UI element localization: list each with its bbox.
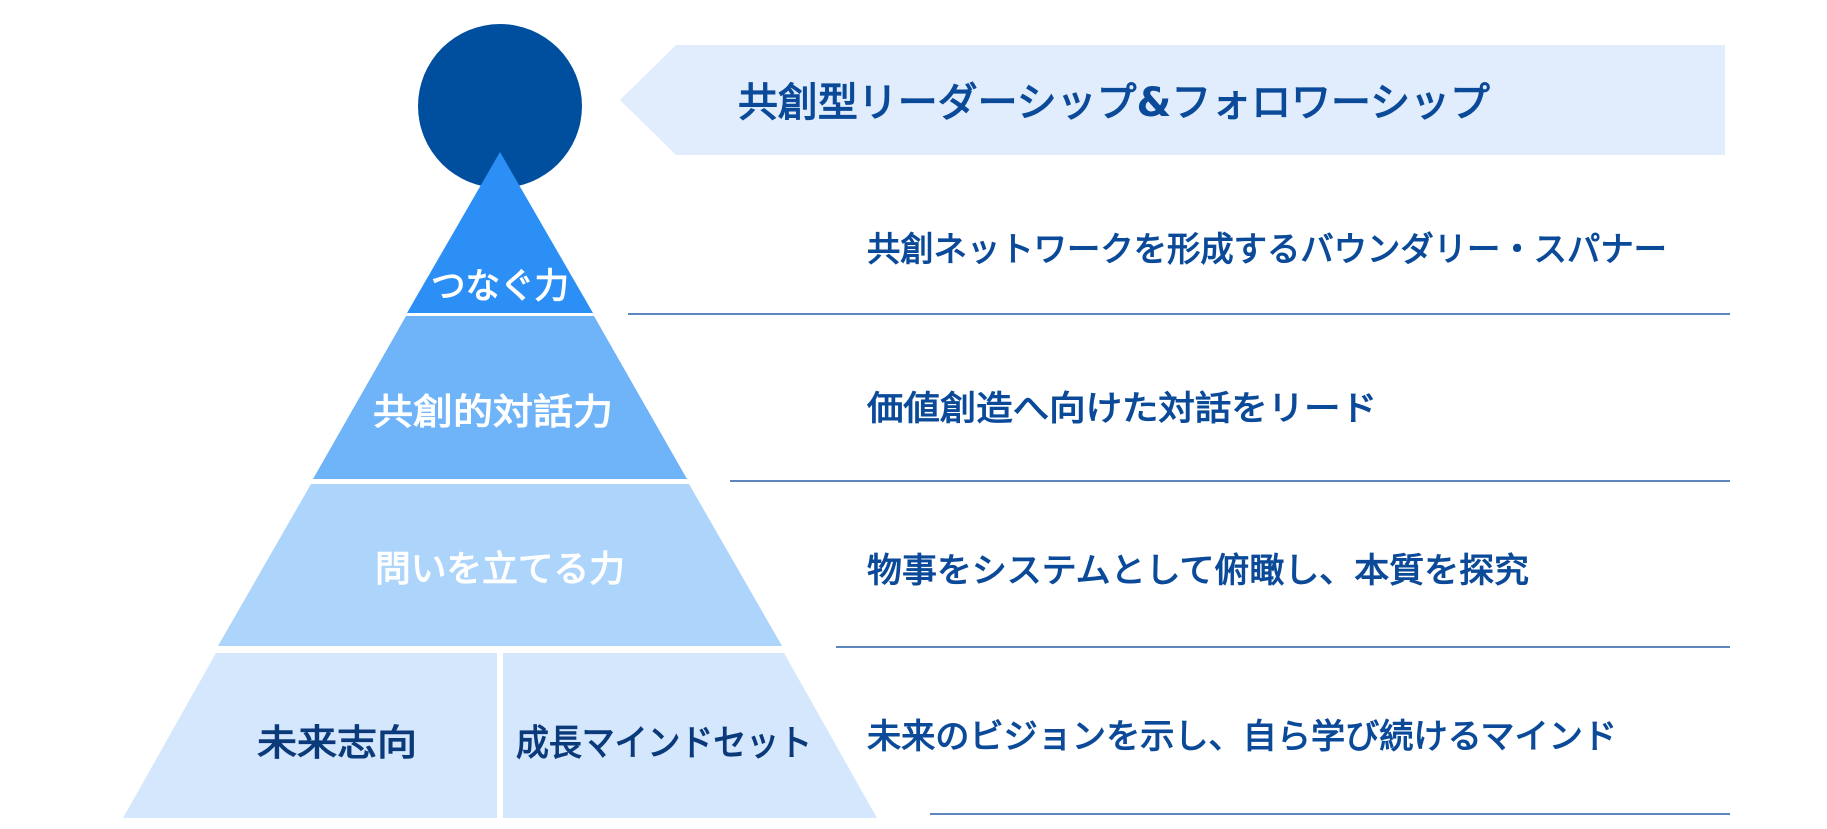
pyramid-tier-3 (218, 484, 782, 646)
tier-1-label: つなぐ力 (431, 267, 569, 307)
tier-2-label: 共創的対話力 (373, 392, 613, 433)
pyramid-base-right (503, 653, 877, 818)
description-row-4: 未来のビジョンを示し、自ら学び続けるマインド (867, 717, 1617, 757)
pyramid-base-left (123, 653, 497, 818)
pyramid-tier-1 (407, 152, 593, 313)
base-left-label: 未来志向 (257, 723, 417, 764)
description-row-3: 物事をシステムとして俯瞰し、本質を探究 (867, 551, 1529, 591)
header-banner (620, 45, 1725, 155)
pyramid-tier-2 (313, 316, 687, 479)
base-right-label: 成長マインドセット (516, 723, 812, 764)
tier-3-label: 問いを立てる力 (375, 549, 625, 590)
head-circle (418, 24, 582, 188)
header-title: 共創型リーダーシップ&フォロワーシップ (738, 80, 1490, 126)
description-row-2: 価値創造へ向けた対話をリード (866, 389, 1377, 429)
description-row-1: 共創ネットワークを形成するバウンダリー・スパナー (867, 230, 1667, 270)
